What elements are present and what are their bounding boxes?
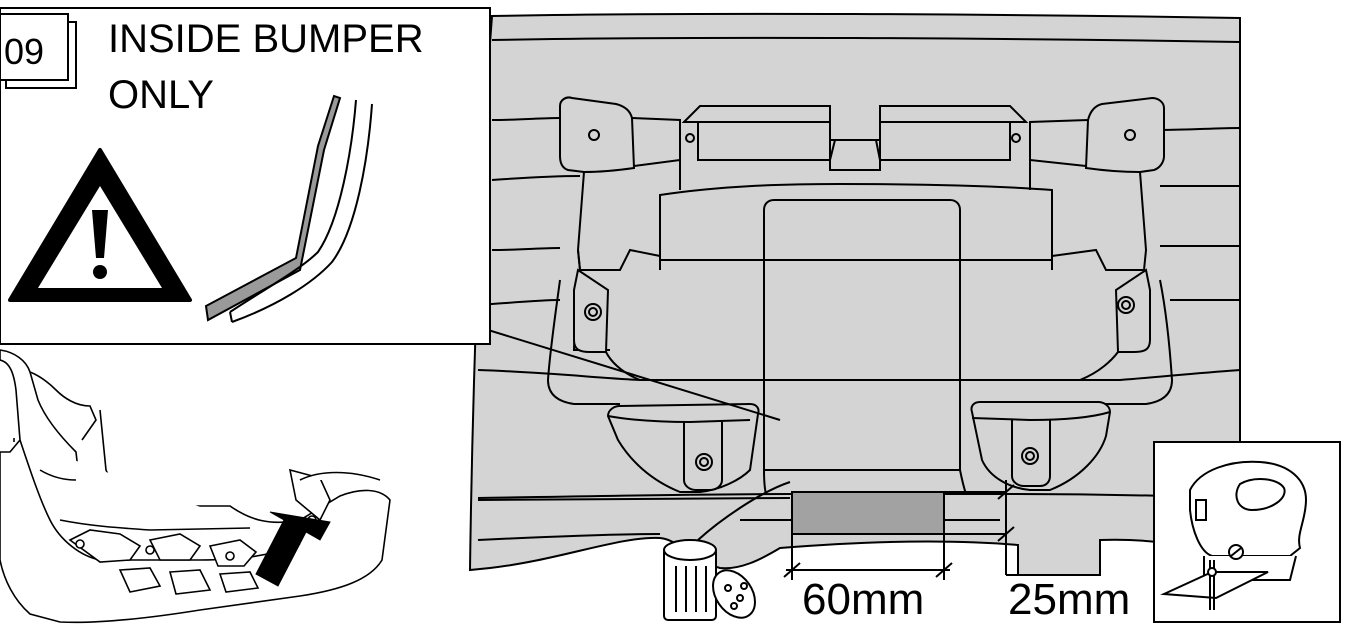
step-title-line2: ONLY bbox=[108, 73, 214, 117]
direction-arrow-icon bbox=[255, 511, 331, 587]
waste-bin-icon bbox=[663, 481, 791, 621]
step-number: 09 bbox=[4, 31, 44, 72]
jigsaw-icon bbox=[1160, 460, 1308, 610]
dimension-25mm-label: 25mm bbox=[1008, 575, 1130, 624]
dimension-25mm bbox=[997, 480, 1094, 576]
dimension-60mm-label: 60mm bbox=[802, 575, 924, 624]
warning-triangle-icon bbox=[8, 148, 192, 302]
cutout-area bbox=[791, 491, 1006, 535]
dimension-60mm bbox=[783, 534, 953, 580]
cutout-rectangle bbox=[791, 491, 945, 535]
bumper-inside-view bbox=[468, 12, 1241, 576]
bumper-cross-section bbox=[204, 94, 373, 323]
tool-box bbox=[1153, 441, 1341, 623]
bumper-overview bbox=[0, 349, 391, 624]
step-badge: 09 bbox=[0, 13, 77, 89]
detail-callout: 09 INSIDE BUMPER ONLY bbox=[0, 7, 781, 421]
step-title-line1: INSIDE BUMPER bbox=[108, 17, 424, 61]
